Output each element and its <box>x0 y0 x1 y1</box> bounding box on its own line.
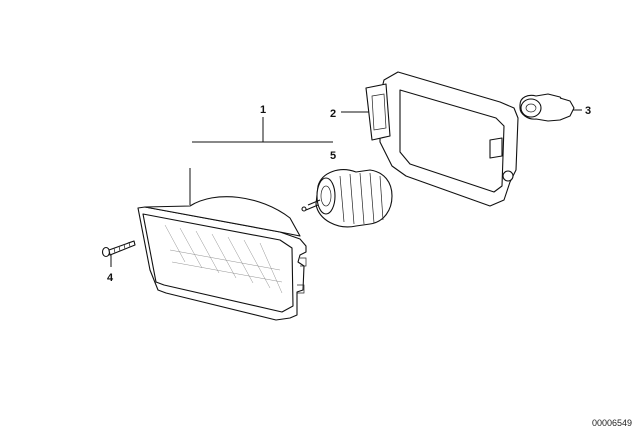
callout-2: 2 <box>330 108 336 120</box>
bulb-socket <box>301 169 393 228</box>
halogen-bulb <box>519 93 575 122</box>
callout-1: 1 <box>260 104 266 116</box>
callout-3: 3 <box>585 105 591 117</box>
callout-4: 4 <box>107 272 114 284</box>
callout-5: 5 <box>330 150 336 162</box>
fog-lamp-housing <box>137 196 307 321</box>
screw <box>101 240 136 258</box>
mounting-frame <box>365 71 519 207</box>
image-code: 00006549 <box>592 418 632 428</box>
